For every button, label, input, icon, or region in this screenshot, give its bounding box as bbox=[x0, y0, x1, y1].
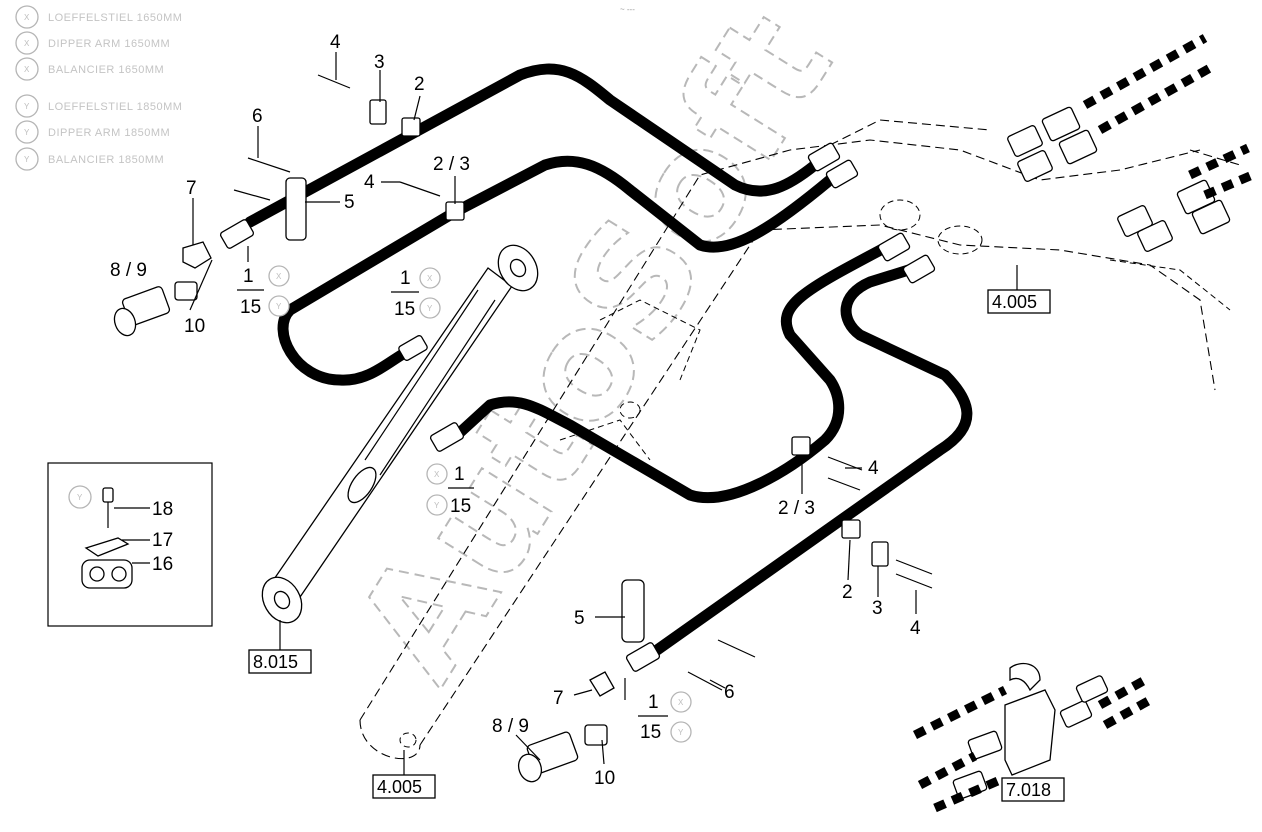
variant-circles: X Y X Y X Y X Y bbox=[268, 265, 692, 743]
callout-8-9: 8 / 9 bbox=[110, 260, 147, 281]
hose-lines bbox=[244, 63, 973, 661]
callout-18: 18 bbox=[152, 499, 173, 520]
hose-upper-2b bbox=[449, 155, 836, 253]
reference-7-018: 7.018 bbox=[1006, 780, 1051, 800]
callout-6: 6 bbox=[724, 682, 735, 703]
callout-4: 4 bbox=[330, 32, 341, 53]
callout-1: 1 bbox=[454, 464, 465, 485]
hydraulic-cylinder bbox=[261, 244, 539, 624]
legend-symbol: Y bbox=[24, 128, 30, 137]
callout-15: 15 bbox=[640, 722, 661, 743]
callout-2: 2 bbox=[414, 74, 425, 95]
callout-6: 6 bbox=[252, 106, 263, 127]
legend-text: LOEFFELSTIEL 1650MM bbox=[48, 12, 182, 24]
legend-symbol: Y bbox=[24, 155, 30, 164]
callout-15: 15 bbox=[240, 297, 261, 318]
callout-15: 15 bbox=[394, 299, 415, 320]
callout-3: 3 bbox=[872, 598, 883, 619]
variant-symbol: Y bbox=[434, 501, 440, 510]
callout-8-9: 8 / 9 bbox=[492, 716, 529, 737]
legend-symbol: X bbox=[24, 13, 30, 22]
reference-4-005: 4.005 bbox=[377, 777, 422, 797]
legend-symbol: Y bbox=[24, 102, 30, 111]
hose-middle-1 bbox=[449, 239, 896, 504]
variant-symbol: Y bbox=[276, 302, 282, 311]
variant-symbol: Y bbox=[77, 493, 83, 502]
callout-5: 5 bbox=[574, 608, 585, 629]
inset-detail: Y 18 17 16 bbox=[47, 462, 213, 627]
legend-text: BALANCIER 1850MM bbox=[48, 154, 164, 166]
callout-17: 17 bbox=[152, 530, 173, 551]
callout-labels: 4 3 2 6 5 7 8 / 9 10 1 15 2 / 3 4 1 15 1… bbox=[110, 32, 921, 789]
variant-symbol: Y bbox=[678, 728, 684, 737]
fittings bbox=[113, 106, 1231, 783]
legend-symbol: X bbox=[24, 65, 30, 74]
callout-7: 7 bbox=[553, 688, 564, 709]
callout-10: 10 bbox=[184, 316, 205, 337]
hose-upper-1 bbox=[244, 63, 821, 228]
title-mark: ~ --- bbox=[620, 5, 635, 14]
reference-8-015: 8.015 bbox=[253, 652, 298, 672]
dipper-arm-outline bbox=[359, 119, 1241, 760]
callout-4: 4 bbox=[910, 618, 921, 639]
legend-text: LOEFFELSTIEL 1850MM bbox=[48, 101, 182, 113]
callout-7: 7 bbox=[186, 178, 197, 199]
callout-16: 16 bbox=[152, 554, 173, 575]
hose-upper-2 bbox=[277, 206, 461, 386]
variant-symbol: X bbox=[434, 470, 440, 479]
valve-block bbox=[952, 662, 1109, 800]
callout-2-3: 2 / 3 bbox=[778, 498, 815, 519]
legend-text: BALANCIER 1650MM bbox=[48, 64, 164, 76]
callout-15: 15 bbox=[450, 496, 471, 517]
leader-lines bbox=[189, 52, 1018, 775]
hose-middle-2 bbox=[644, 262, 973, 661]
reference-boxes: 4.005 8.015 4.005 7.018 bbox=[248, 289, 1065, 802]
continuation-lines bbox=[912, 34, 1252, 813]
reference-4-005: 4.005 bbox=[992, 292, 1037, 312]
callout-1: 1 bbox=[400, 268, 411, 289]
callout-2: 2 bbox=[842, 582, 853, 603]
callout-3: 3 bbox=[374, 52, 385, 73]
callout-2-3: 2 / 3 bbox=[433, 154, 470, 175]
variant-symbol: X bbox=[276, 272, 282, 281]
callout-5: 5 bbox=[344, 192, 355, 213]
callout-4: 4 bbox=[364, 172, 375, 193]
legend: X LOEFFELSTIEL 1650MM X DIPPER ARM 1650M… bbox=[15, 5, 182, 171]
legend-text: DIPPER ARM 1650MM bbox=[48, 38, 170, 50]
callout-1: 1 bbox=[648, 692, 659, 713]
variant-symbol: X bbox=[678, 698, 684, 707]
legend-symbol: X bbox=[24, 39, 30, 48]
variant-symbol: Y bbox=[427, 304, 433, 313]
clamps-and-bolts bbox=[233, 74, 933, 691]
callout-10: 10 bbox=[594, 768, 615, 789]
callout-1: 1 bbox=[243, 266, 254, 287]
callout-4: 4 bbox=[868, 458, 879, 479]
legend-text: DIPPER ARM 1850MM bbox=[48, 127, 170, 139]
variant-symbol: X bbox=[427, 274, 433, 283]
